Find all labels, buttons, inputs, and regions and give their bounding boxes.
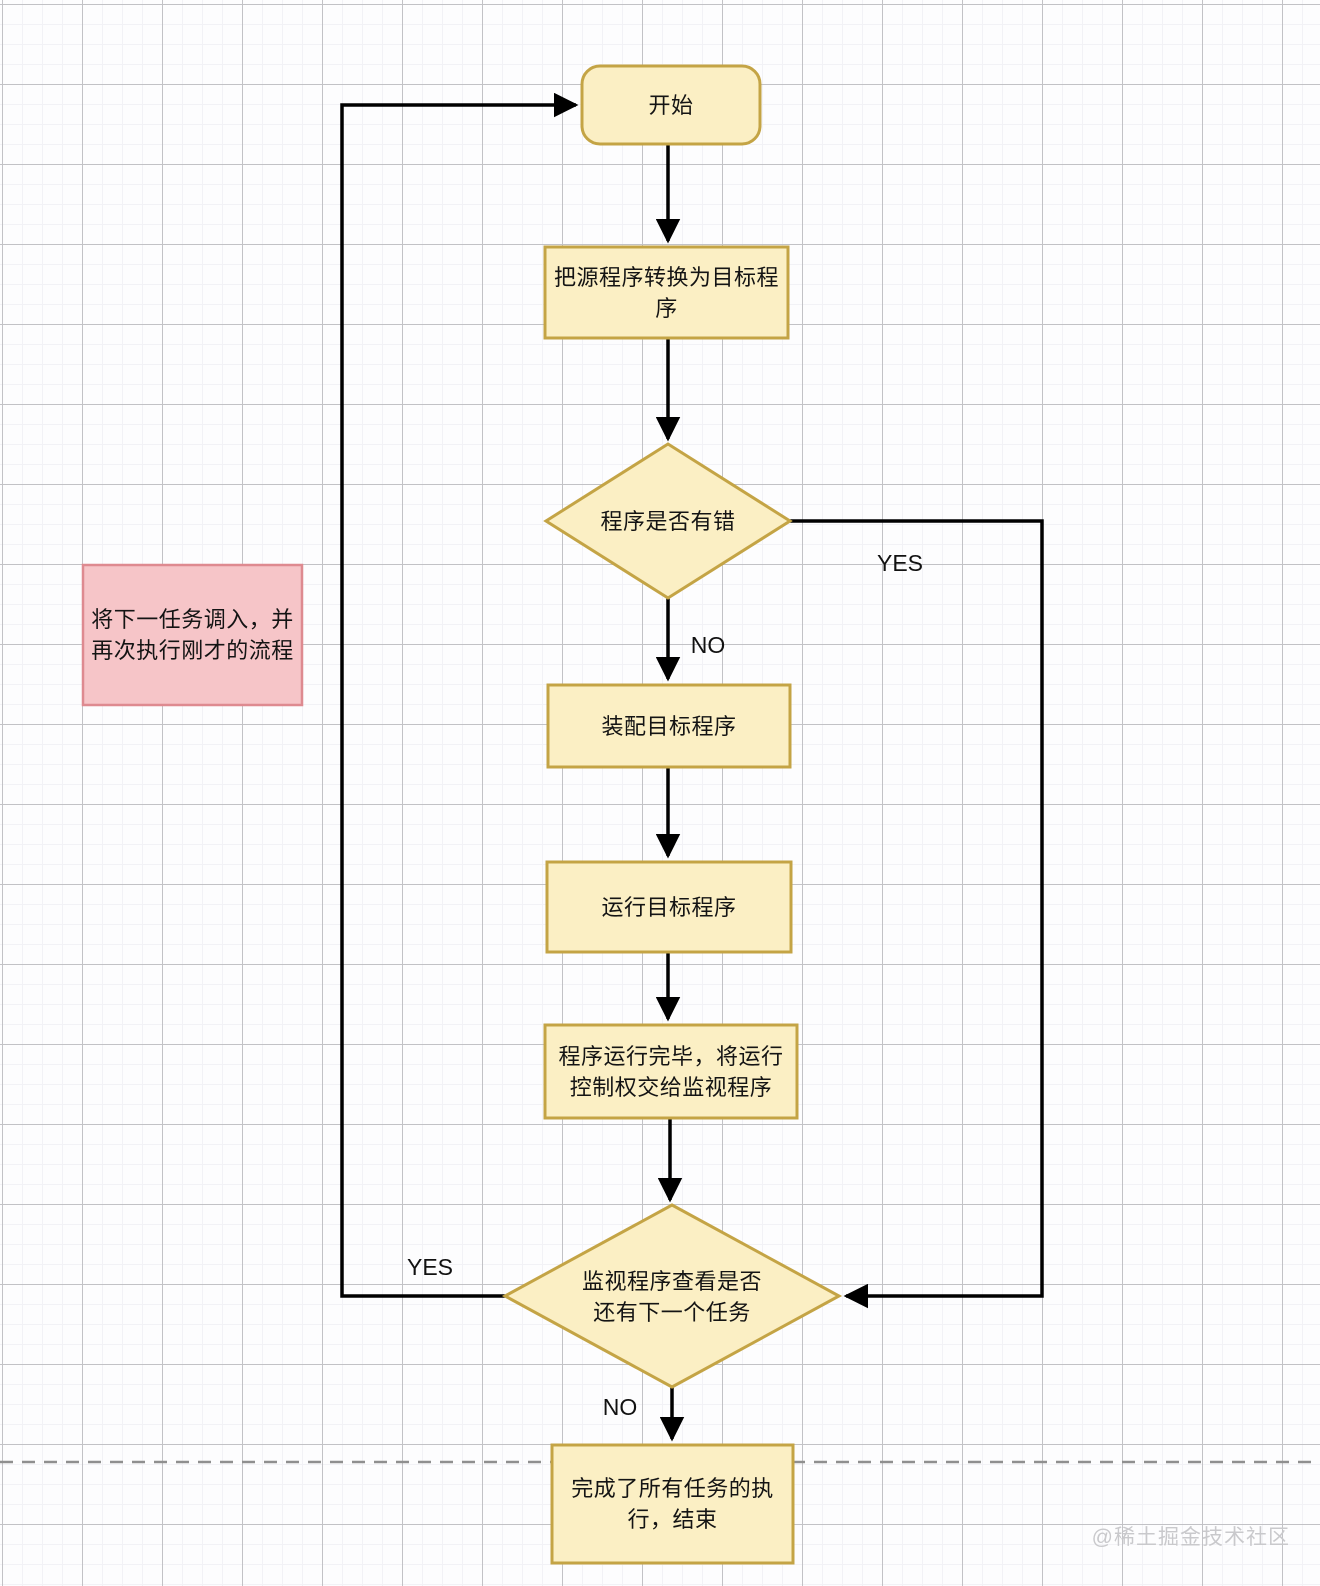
node-note — [81, 563, 304, 707]
node-start-label: 开始 — [648, 92, 694, 118]
node-note-label: 将下一任务调入，并 再次执行刚才的流程 — [91, 607, 294, 663]
edge-loop-yes-to-start — [340, 92, 579, 1298]
node-translate — [543, 245, 790, 340]
node-run-label: 运行目标程序 — [601, 894, 737, 920]
watermark-text: @稀土掘金技术社区 — [1091, 1526, 1290, 1549]
node-finish — [550, 1443, 795, 1565]
node-handover-label: 程序运行完毕，将运行 控制权交给监视程序 — [558, 1043, 784, 1100]
node-check-next — [501, 1203, 843, 1389]
node-assemble — [546, 683, 792, 769]
node-finish-label: 完成了所有任务的执 行，结束 — [571, 1476, 774, 1532]
node-run — [545, 860, 793, 954]
edge-check-error-yes-loop — [790, 519, 1044, 1309]
edge-label-error-yes: YES — [876, 549, 924, 576]
node-translate-label: 把源程序转换为目标程 序 — [553, 264, 779, 321]
edge-label-next-no: NO — [602, 1393, 638, 1420]
edge-label-error-no: NO — [690, 631, 726, 658]
node-check-error — [543, 442, 793, 600]
node-assemble-label: 装配目标程序 — [601, 713, 737, 739]
node-check-error-label: 程序是否有错 — [600, 508, 736, 534]
edge-label-next-yes: YES — [406, 1253, 454, 1280]
node-check-next-label: 监视程序查看是否 还有下一个任务 — [581, 1269, 762, 1325]
node-handover — [543, 1023, 799, 1120]
node-start — [580, 64, 762, 146]
